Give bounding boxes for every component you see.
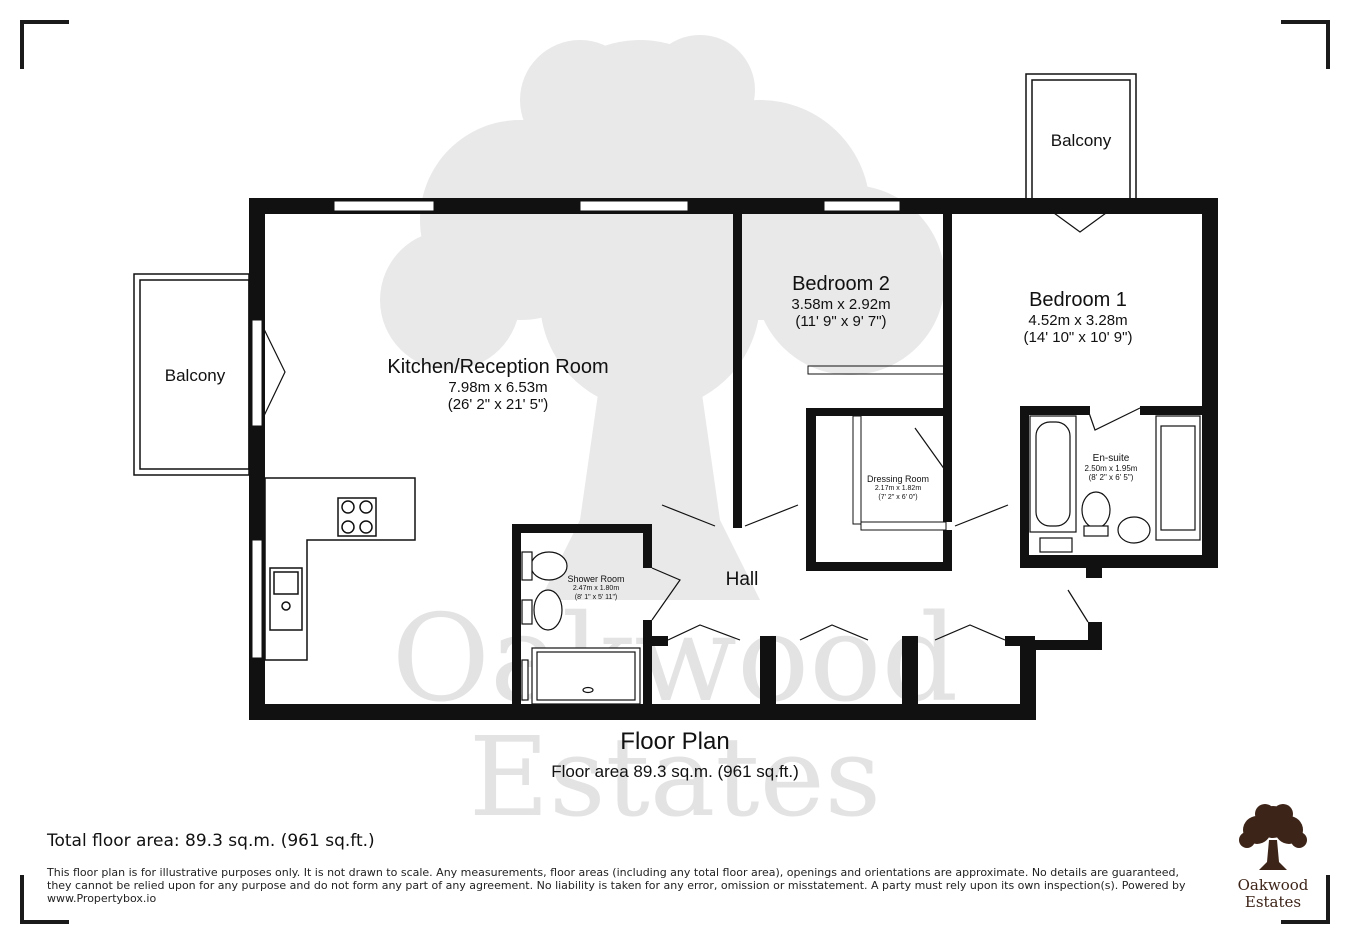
bedroom1-imperial: (14' 10" x 10' 9") — [1023, 329, 1133, 346]
bedroom2-name: Bedroom 2 — [792, 273, 890, 295]
shower-room-label: Shower Room 2.47m x 1.80m (8' 1" x 5' 11… — [560, 574, 632, 602]
balcony-top-label: Balcony — [1050, 131, 1112, 150]
ensuite-label: En-suite 2.50m x 1.95m (8' 2" x 6' 5") — [1076, 453, 1146, 482]
kitchen-imperial: (26' 2" x 21' 5") — [447, 396, 549, 413]
windows — [251, 200, 901, 659]
shower-room-fixtures — [521, 551, 641, 705]
plan-title: Floor Plan — [620, 728, 730, 755]
ensuite-metric: 2.50m x 1.95m — [1084, 464, 1138, 473]
bedroom2-label: Bedroom 2 3.58m x 2.92m (11' 9" x 9' 7") — [766, 273, 916, 330]
ensuite-imperial: (8' 2" x 6' 5") — [1088, 473, 1134, 482]
kitchen-label: Kitchen/Reception Room 7.98m x 6.53m (26… — [360, 356, 636, 413]
bedroom1-metric: 4.52m x 3.28m — [1028, 312, 1128, 329]
bedroom1-name: Bedroom 1 — [1029, 289, 1127, 311]
logo-line2: Estates — [1244, 893, 1302, 911]
kitchen-counters — [264, 477, 416, 661]
corner-mark-top-left — [20, 20, 69, 69]
bedroom2-imperial: (11' 9" x 9' 7") — [795, 313, 887, 330]
corner-mark-bottom-right — [1281, 875, 1330, 924]
bedroom2-metric: 3.58m x 2.92m — [791, 296, 891, 313]
shower-room-name: Shower Room — [567, 574, 625, 584]
corner-mark-bottom-left — [20, 875, 69, 924]
plan-area: Floor area 89.3 sq.m. (961 sq.ft.) — [551, 762, 799, 781]
corner-mark-top-right — [1281, 20, 1330, 69]
watermark: Oakwood Estates — [380, 35, 958, 841]
oak-tree-icon — [1239, 804, 1307, 870]
watermark-line2: Estates — [469, 713, 881, 841]
disclaimer: This floor plan is for illustrative purp… — [47, 866, 1186, 905]
dressing-room-imperial: (7' 2" x 6' 0") — [878, 494, 918, 501]
logo-line1: Oakwood — [1237, 876, 1309, 894]
kitchen-name: Kitchen/Reception Room — [387, 356, 609, 378]
company-logo: Oakwood Estates — [1228, 800, 1318, 911]
interior-walls — [512, 210, 1210, 716]
bedroom1-label: Bedroom 1 4.52m x 3.28m (14' 10" x 10' 9… — [1000, 289, 1156, 346]
total-floor-area: Total floor area: 89.3 sq.m. (961 sq.ft.… — [47, 831, 375, 851]
ensuite-fixtures — [1029, 415, 1201, 553]
kitchen-metric: 7.98m x 6.53m — [448, 379, 548, 396]
dressing-room-label: Dressing Room 2.17m x 1.82m (7' 2" x 6' … — [858, 474, 938, 502]
ensuite-name: En-suite — [1092, 453, 1130, 464]
watermark-tree-icon — [380, 35, 945, 600]
dressing-room-metric: 2.17m x 1.82m — [874, 485, 922, 492]
door-swings — [261, 204, 1141, 641]
dressing-room-name: Dressing Room — [866, 474, 930, 484]
hall-label: Hall — [725, 569, 759, 590]
shower-room-metric: 2.47m x 1.80m — [572, 585, 620, 592]
wardrobe — [807, 365, 947, 531]
balcony-left-label: Balcony — [164, 366, 226, 385]
balcony-left — [133, 273, 250, 476]
shower-room-imperial: (8' 1" x 5' 11") — [574, 594, 618, 601]
